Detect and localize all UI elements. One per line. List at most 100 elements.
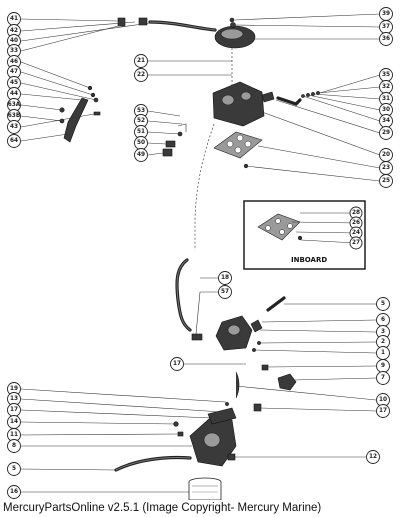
callout-17-mid: 17 [170, 357, 184, 371]
callout-50: 50 [134, 136, 148, 150]
callout-14: 14 [7, 415, 21, 429]
fuel-pump-cover [214, 17, 256, 49]
svg-text:49: 49 [137, 152, 145, 158]
callout-29: 29 [379, 126, 393, 140]
svg-text:10: 10 [379, 397, 387, 403]
svg-text:11: 11 [10, 432, 18, 438]
svg-text:3: 3 [381, 329, 385, 335]
fuel-filter-housing [173, 402, 237, 467]
svg-text:26: 26 [352, 220, 360, 226]
svg-text:25: 25 [382, 178, 390, 184]
svg-text:24: 24 [352, 230, 360, 236]
fuel-filter-cartridge [188, 477, 222, 500]
svg-text:51: 51 [137, 129, 145, 135]
callout-35: 35 [379, 68, 393, 82]
svg-text:40: 40 [10, 38, 18, 44]
tube-5 [266, 296, 286, 312]
callout-41: 41 [7, 12, 21, 26]
svg-text:44: 44 [10, 91, 18, 97]
fitting-7 [277, 373, 297, 391]
svg-text:5: 5 [12, 466, 16, 472]
svg-text:36: 36 [382, 36, 390, 42]
image-copyright-caption: MercuryPartsOnline v2.5.1 (Image Copyrig… [3, 502, 322, 514]
svg-text:20: 20 [382, 152, 390, 158]
fuel-pump-upper [191, 315, 263, 352]
svg-text:22: 22 [137, 72, 145, 78]
fuel-line-hose [148, 20, 217, 32]
callout-9: 9 [376, 359, 390, 373]
callout-36: 36 [379, 32, 393, 46]
callout-5-lower: 5 [7, 462, 21, 476]
exploded-parts-diagram: INBOARD [7, 7, 393, 500]
fitting-top-left [117, 17, 148, 27]
callout-5-upper: 5 [376, 297, 390, 311]
svg-text:16: 16 [10, 489, 18, 495]
svg-text:47: 47 [10, 69, 18, 75]
svg-text:30: 30 [382, 107, 390, 113]
svg-text:17: 17 [173, 361, 181, 367]
svg-text:2: 2 [381, 339, 385, 345]
svg-text:37: 37 [382, 24, 390, 30]
callout-57: 57 [218, 285, 232, 299]
svg-text:35: 35 [382, 72, 390, 78]
svg-text:18: 18 [221, 275, 229, 281]
callout-23: 23 [379, 161, 393, 175]
fitting-9 [261, 364, 269, 371]
fuel-line-vertical [175, 258, 192, 332]
svg-text:42: 42 [10, 28, 18, 34]
callout-12: 12 [366, 450, 380, 464]
svg-text:33: 33 [10, 48, 18, 54]
svg-text:12: 12 [369, 454, 377, 460]
callout-8: 8 [7, 439, 21, 453]
svg-text:8: 8 [12, 443, 16, 449]
callout-49: 49 [134, 148, 148, 162]
callout-37: 37 [379, 20, 393, 34]
callout-1: 1 [376, 346, 390, 360]
carburetor-body [212, 81, 275, 127]
callout-32: 32 [379, 80, 393, 94]
fuel-hose-5 [114, 455, 192, 472]
callout-21: 21 [134, 54, 148, 68]
svg-text:63A: 63A [8, 102, 21, 108]
callout-20: 20 [379, 148, 393, 162]
callout-16: 16 [7, 485, 21, 499]
callout-27: 27 [349, 236, 363, 250]
svg-text:45: 45 [10, 80, 18, 86]
callout-34: 34 [379, 114, 393, 128]
svg-text:34: 34 [382, 118, 390, 124]
svg-text:57: 57 [221, 289, 229, 295]
svg-text:14: 14 [10, 419, 18, 425]
bracket-10 [235, 371, 262, 412]
callout-22: 22 [134, 68, 148, 82]
callout-11: 11 [7, 428, 21, 442]
leader-lines [20, 13, 381, 493]
inboard-inset [243, 200, 366, 270]
svg-text:39: 39 [382, 11, 390, 17]
svg-text:1: 1 [381, 350, 385, 356]
svg-text:63B: 63B [8, 113, 21, 119]
callout-64: 64 [7, 134, 21, 148]
svg-text:41: 41 [10, 16, 18, 22]
svg-text:46: 46 [10, 59, 18, 65]
svg-text:6: 6 [381, 317, 385, 323]
carb-base-gasket [213, 131, 263, 159]
svg-text:53: 53 [137, 108, 145, 114]
svg-text:43: 43 [10, 124, 18, 130]
callout-52: 52 [134, 114, 148, 128]
svg-text:64: 64 [10, 138, 18, 144]
callout-25: 25 [379, 174, 393, 188]
choke-parts-group [162, 123, 187, 157]
inset-label: INBOARD [291, 256, 327, 264]
svg-text:19: 19 [10, 386, 18, 392]
svg-text:17: 17 [10, 407, 18, 413]
svg-text:7: 7 [381, 375, 385, 381]
carb-hardware-right [276, 91, 320, 106]
callout-7: 7 [376, 371, 390, 385]
svg-text:23: 23 [382, 165, 390, 171]
svg-text:9: 9 [381, 363, 385, 369]
callout-43: 43 [7, 120, 21, 134]
svg-text:50: 50 [137, 140, 145, 146]
callout-18: 18 [218, 271, 232, 285]
svg-text:21: 21 [137, 58, 145, 64]
svg-text:52: 52 [137, 118, 145, 124]
